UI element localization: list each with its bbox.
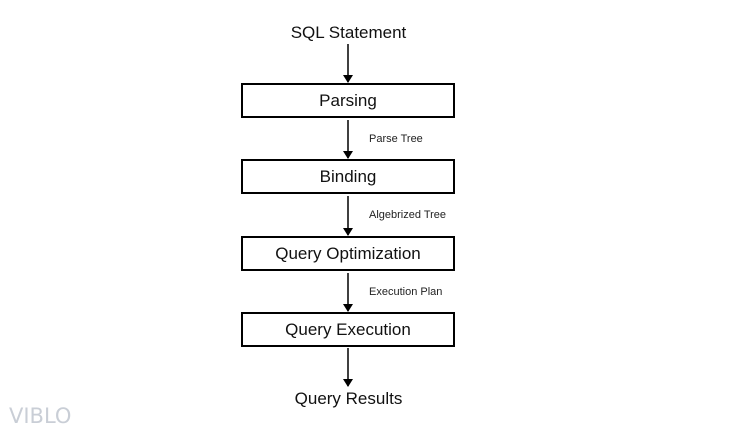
stage-query-execution-label: Query Execution xyxy=(285,319,411,339)
stage-query-execution: Query Execution xyxy=(241,312,455,347)
edge-label-algebrized-tree: Algebrized Tree xyxy=(369,209,447,221)
stage-binding: Binding xyxy=(241,159,455,194)
stage-query-optimization-label: Query Optimization xyxy=(275,243,421,263)
watermark-logo: VIBLO xyxy=(9,404,72,428)
edge-label-parse-tree: Parse Tree xyxy=(369,133,423,145)
input-label: SQL Statement xyxy=(290,23,407,42)
stage-query-optimization: Query Optimization xyxy=(241,236,455,271)
stage-binding-label: Binding xyxy=(319,166,377,186)
output-label: Query Results xyxy=(294,389,403,408)
stage-parsing: Parsing xyxy=(241,83,455,118)
edge-label-execution-plan: Execution Plan xyxy=(369,286,443,298)
stage-parsing-label: Parsing xyxy=(319,90,377,110)
